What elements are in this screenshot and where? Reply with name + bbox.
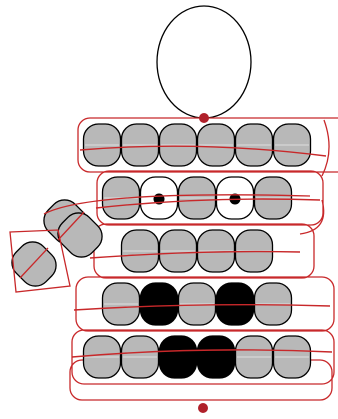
hanging-loop xyxy=(157,6,251,118)
bead-r4-c2-black xyxy=(141,283,178,325)
bead-r5-c4-black xyxy=(198,336,235,378)
bead-r5-c3-black xyxy=(160,336,197,378)
thread-end-dot xyxy=(198,403,208,413)
thread-turn xyxy=(322,120,329,176)
arm-bead-3 xyxy=(6,236,63,293)
thread-start-dot xyxy=(199,113,209,123)
